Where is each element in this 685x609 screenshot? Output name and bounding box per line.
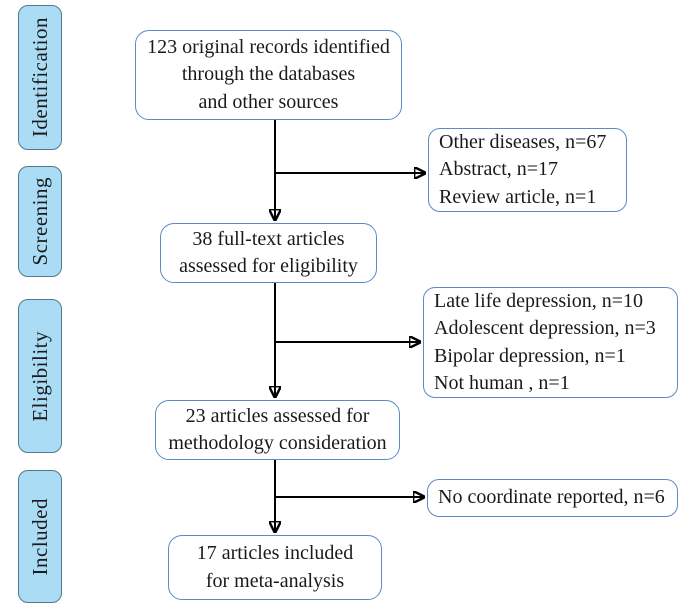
stage-label-eligibility: Eligibility bbox=[18, 299, 62, 453]
flow-box-records-identified: 123 original records identified through … bbox=[135, 30, 402, 120]
stage-label-text: Eligibility bbox=[27, 330, 52, 422]
stage-label-text: Identification bbox=[27, 17, 52, 138]
flow-box-text: 23 articles assessed for methodology con… bbox=[168, 404, 387, 454]
exclusion-box-no-coordinate: No coordinate reported, n=6 bbox=[427, 479, 678, 517]
stage-label-text: Screening bbox=[27, 177, 52, 266]
flow-box-methodology-assessed: 23 articles assessed for methodology con… bbox=[155, 400, 400, 460]
flow-box-included-meta-analysis: 17 articles included for meta-analysis bbox=[168, 535, 382, 600]
stage-label-screening: Screening bbox=[18, 166, 62, 277]
exclusion-box-screening: Other diseases, n=67 Abstract, n=17 Revi… bbox=[428, 128, 627, 212]
exclusion-box-text: No coordinate reported, n=6 bbox=[438, 486, 665, 509]
exclusion-box-text: Late life depression, n=10 Adolescent de… bbox=[434, 289, 656, 394]
exclusion-box-text: Other diseases, n=67 Abstract, n=17 Revi… bbox=[439, 130, 607, 208]
exclusion-box-eligibility: Late life depression, n=10 Adolescent de… bbox=[423, 287, 678, 398]
stage-label-text: Included bbox=[27, 497, 52, 576]
stage-label-identification: Identification bbox=[18, 5, 62, 150]
flow-box-text: 17 articles included for meta-analysis bbox=[196, 542, 354, 592]
flow-box-text: 38 full-text articles assessed for eligi… bbox=[179, 227, 358, 277]
stage-label-included: Included bbox=[18, 470, 62, 603]
flow-box-fulltext-assessed: 38 full-text articles assessed for eligi… bbox=[160, 223, 377, 283]
flow-box-text: 123 original records identified through … bbox=[147, 35, 390, 113]
